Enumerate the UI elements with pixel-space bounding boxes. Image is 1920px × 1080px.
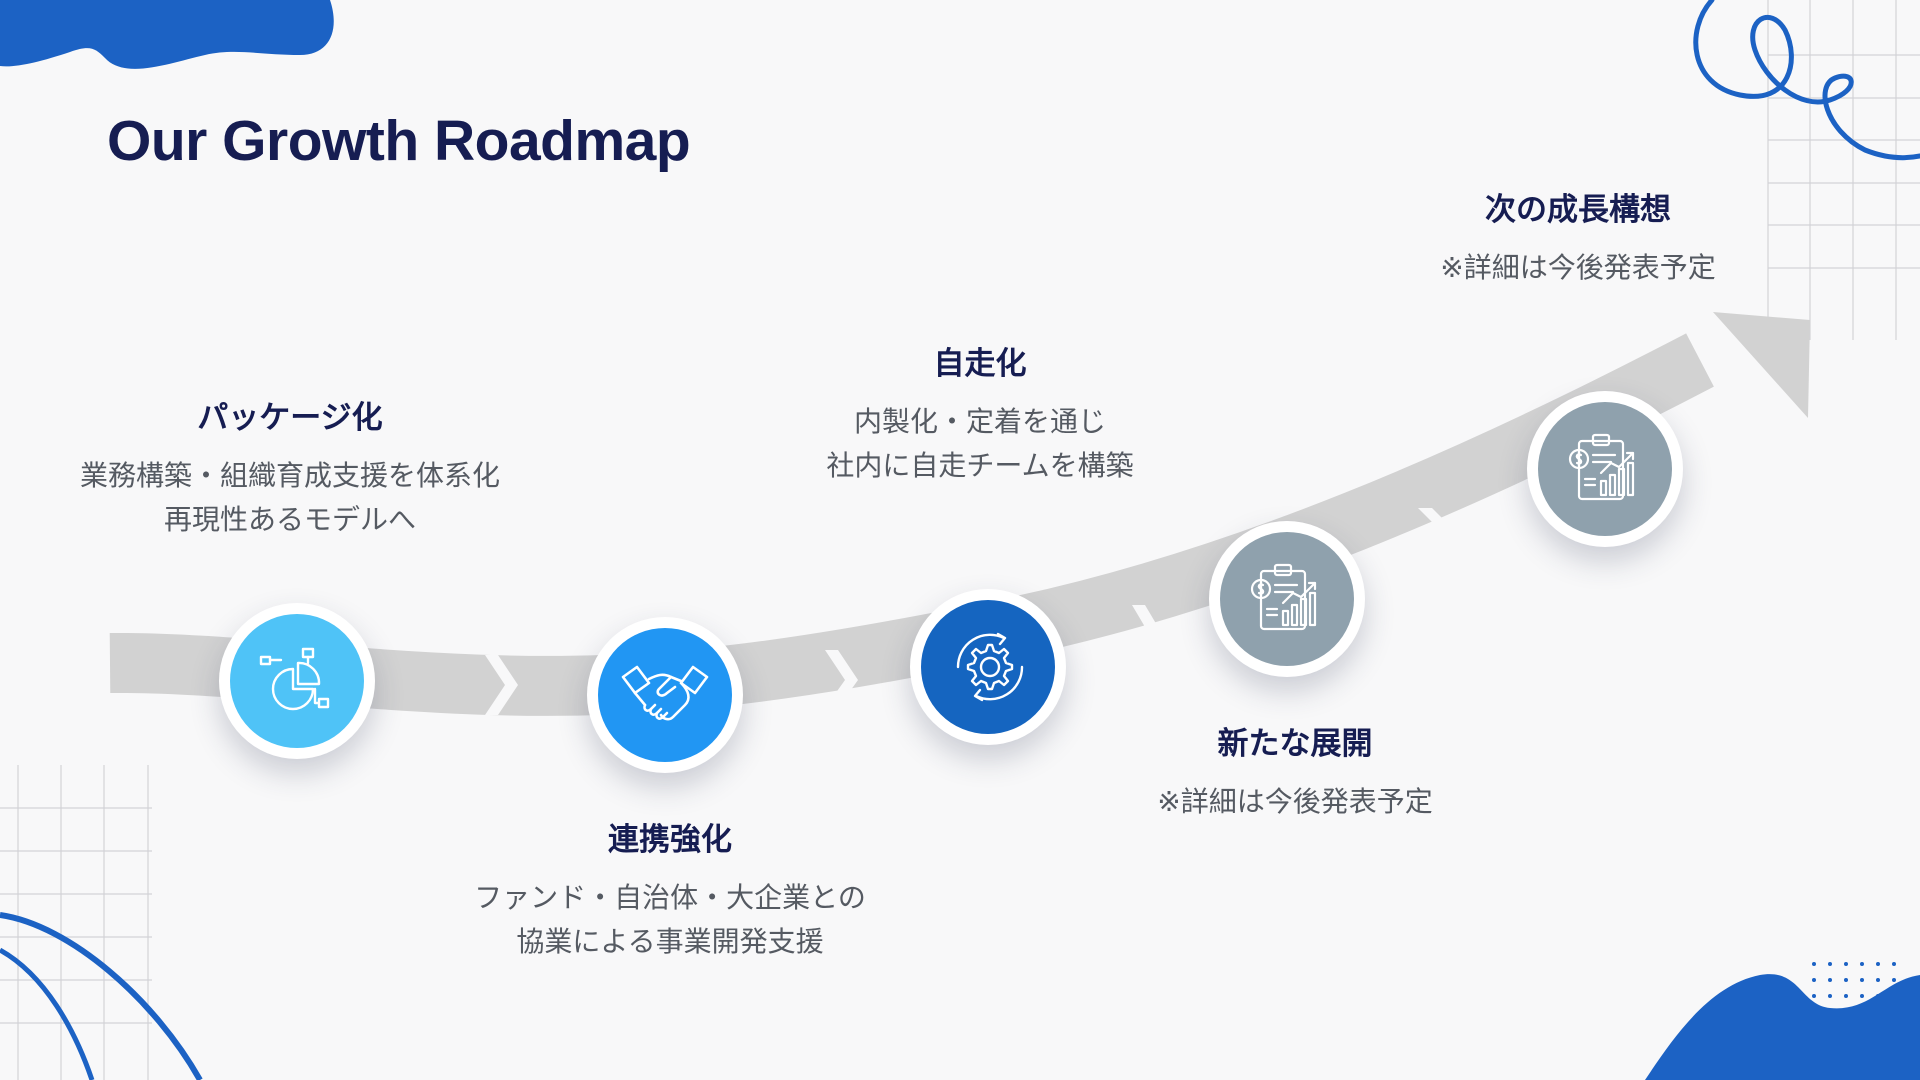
step-autonomy-circle (921, 600, 1055, 734)
step-next-title: 次の成長構想 (1378, 188, 1778, 232)
step-expansion-desc-line-1: ※詳細は今後発表予定 (1095, 780, 1495, 824)
step-expansion-title: 新たな展開 (1095, 722, 1495, 766)
finance-report-icon (1247, 559, 1327, 639)
step-package-title: パッケージ化 (40, 396, 540, 440)
chart-pie-icon (257, 641, 337, 721)
step-next-node (1527, 391, 1683, 547)
step-package-circle (230, 614, 364, 748)
step-next-text: 次の成長構想 ※詳細は今後発表予定 (1378, 188, 1778, 290)
step-collab-desc-line-2: 協業による事業開発支援 (400, 920, 940, 964)
step-package-desc-line-1: 業務構築・組織育成支援を体系化 (40, 454, 540, 498)
page-title: Our Growth Roadmap (107, 108, 690, 174)
step-expansion-circle (1220, 532, 1354, 666)
step-collab-node (587, 617, 743, 773)
step-package-node (219, 603, 375, 759)
step-autonomy-desc: 内製化・定着を通じ 社内に自走チームを構築 (730, 400, 1230, 488)
step-autonomy-desc-line-1: 内製化・定着を通じ (730, 400, 1230, 444)
step-package-desc-line-2: 再現性あるモデルへ (40, 498, 540, 542)
step-next-circle (1538, 402, 1672, 536)
step-collab-circle (598, 628, 732, 762)
arrow-head (1713, 312, 1810, 418)
step-next-desc-line-1: ※詳細は今後発表予定 (1378, 246, 1778, 290)
step-collab-desc: ファンド・自治体・大企業との 協業による事業開発支援 (400, 876, 940, 964)
step-expansion-text: 新たな展開 ※詳細は今後発表予定 (1095, 722, 1495, 824)
step-autonomy-text: 自走化 内製化・定着を通じ 社内に自走チームを構築 (730, 342, 1230, 488)
step-expansion-desc: ※詳細は今後発表予定 (1095, 780, 1495, 824)
handshake-icon (619, 659, 711, 731)
step-autonomy-node (910, 589, 1066, 745)
finance-report-icon (1565, 429, 1645, 509)
step-package-desc: 業務構築・組織育成支援を体系化 再現性あるモデルへ (40, 454, 540, 542)
step-collab-title: 連携強化 (400, 818, 940, 862)
step-next-desc: ※詳細は今後発表予定 (1378, 246, 1778, 290)
step-autonomy-title: 自走化 (730, 342, 1230, 386)
step-autonomy-desc-line-2: 社内に自走チームを構築 (730, 444, 1230, 488)
step-collab-text: 連携強化 ファンド・自治体・大企業との 協業による事業開発支援 (400, 818, 940, 964)
step-package-text: パッケージ化 業務構築・組織育成支援を体系化 再現性あるモデルへ (40, 396, 540, 542)
step-collab-desc-line-1: ファンド・自治体・大企業との (400, 876, 940, 920)
step-expansion-node (1209, 521, 1365, 677)
gear-cycle-icon (944, 623, 1032, 711)
